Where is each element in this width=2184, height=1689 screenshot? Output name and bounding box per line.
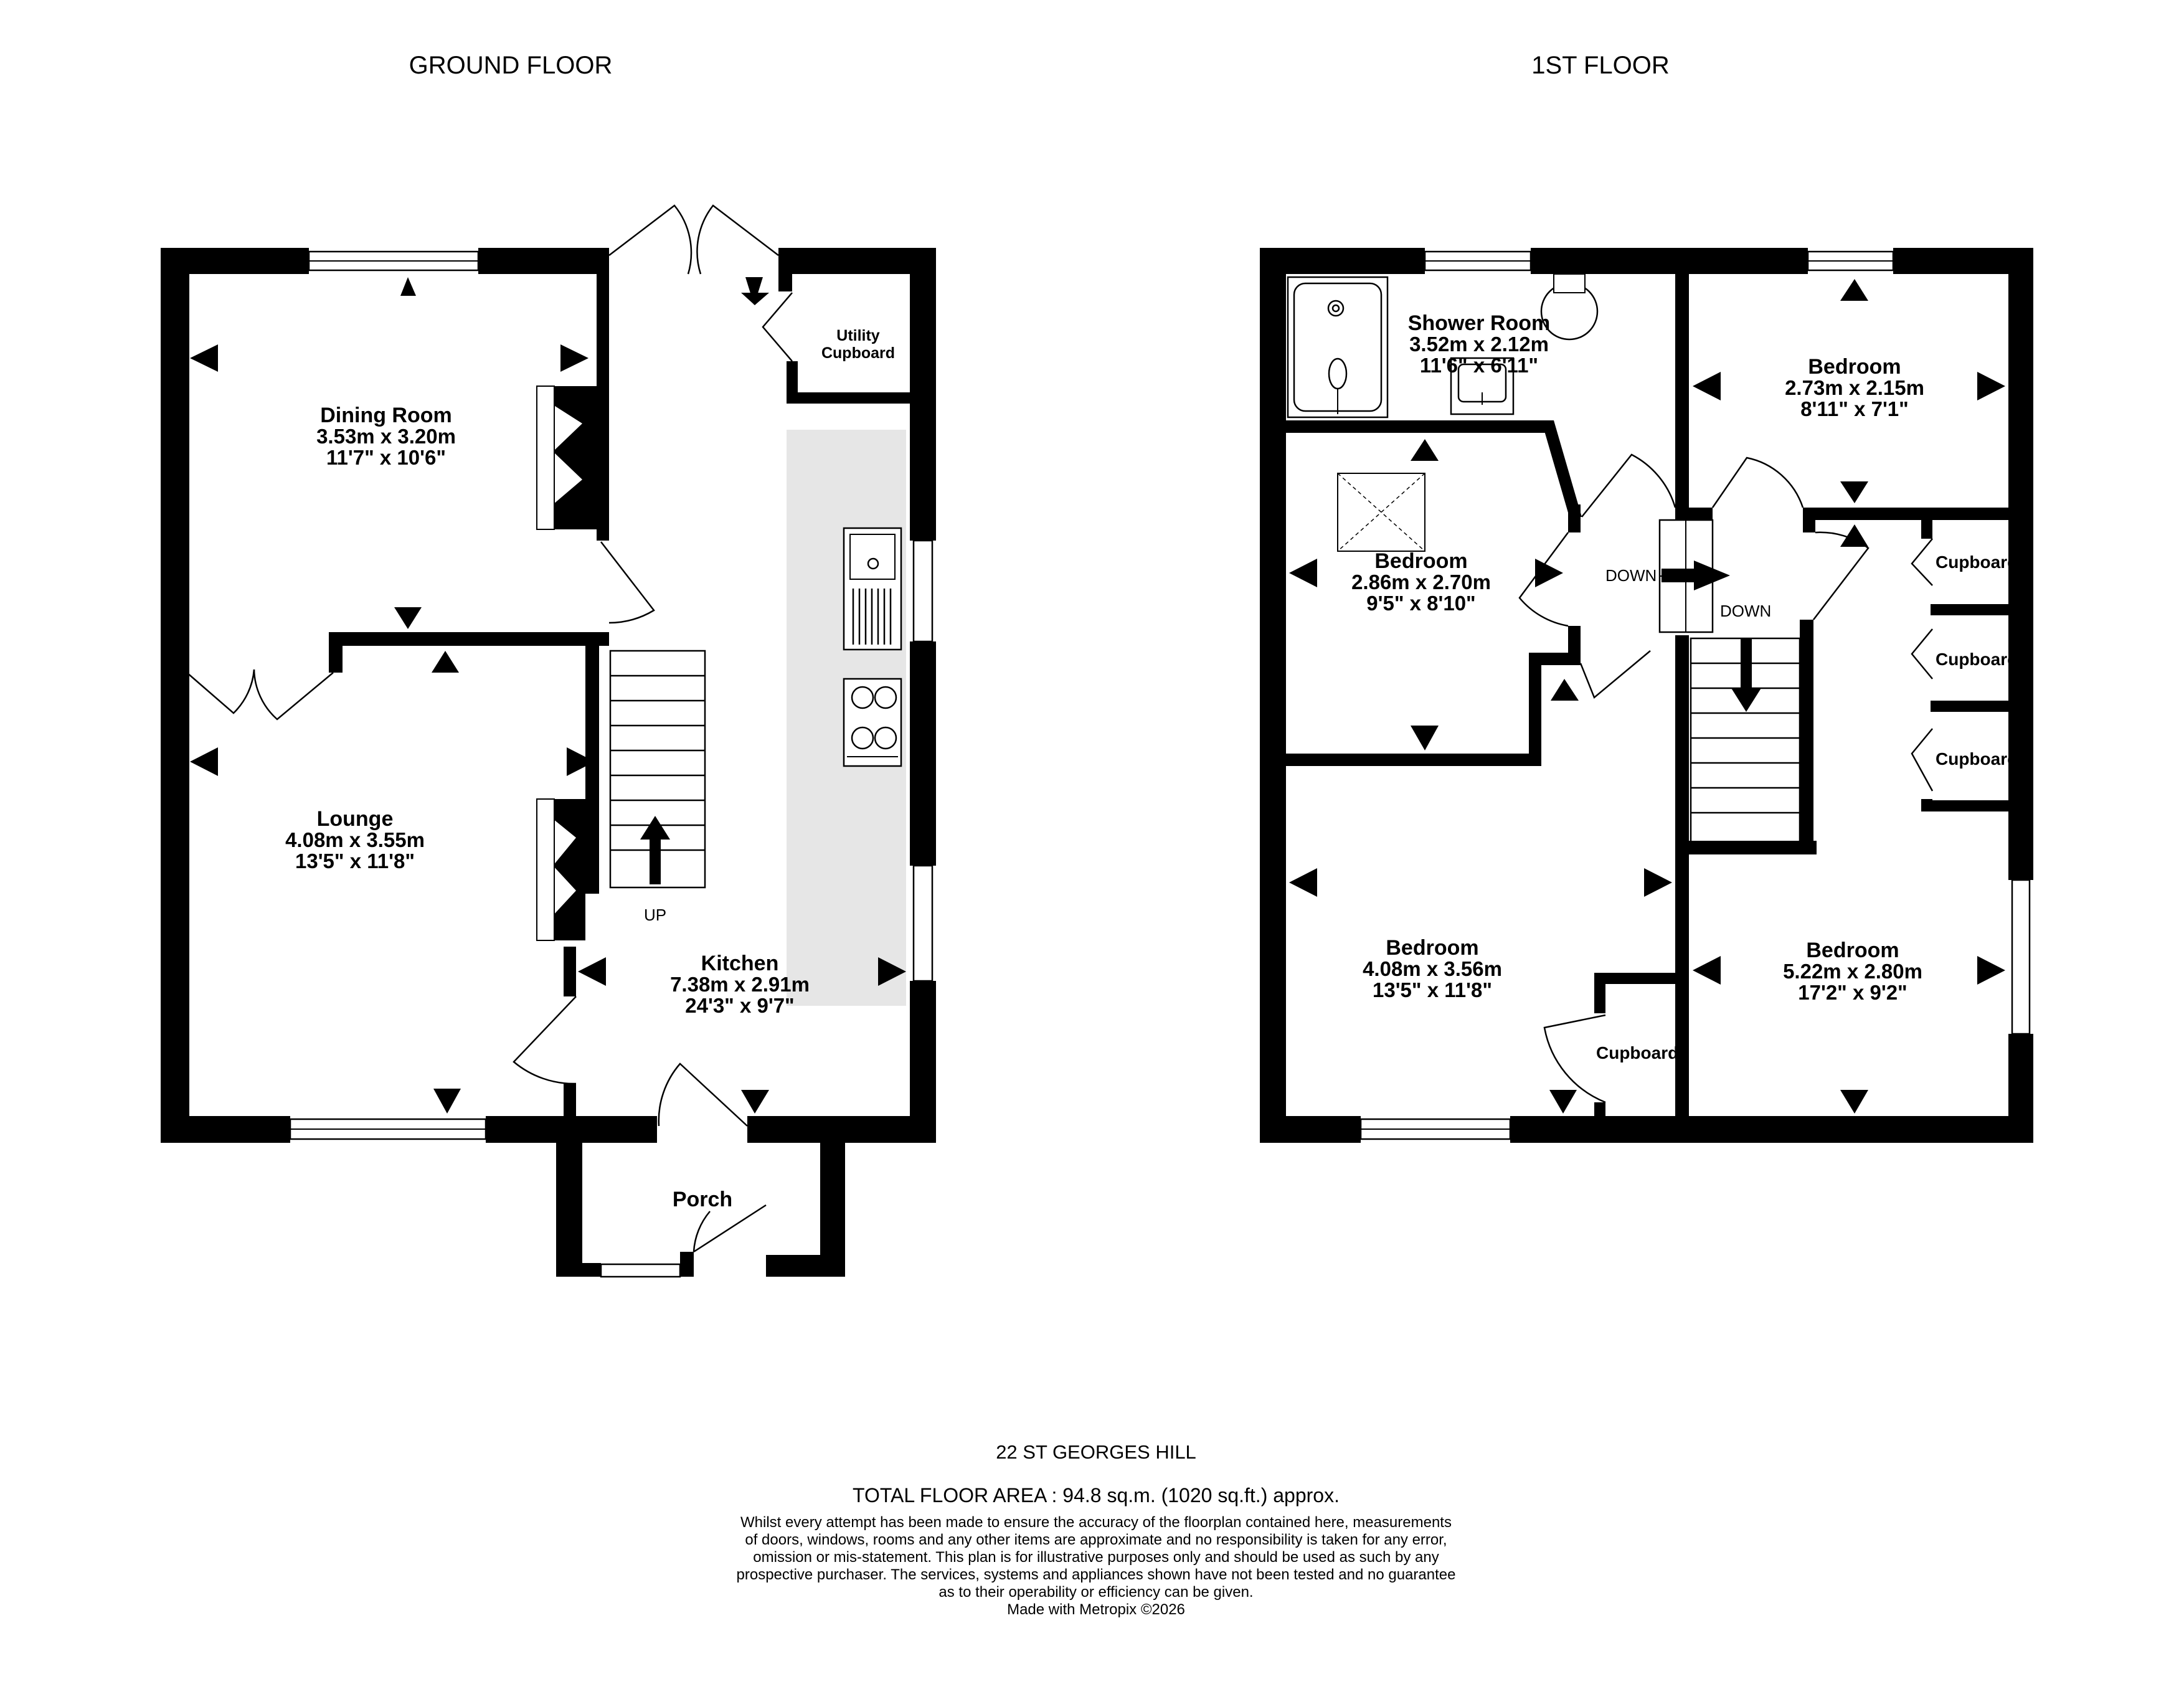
total-floor-area: TOTAL FLOOR AREA : 94.8 sq.m. (1020 sq.f… — [853, 1484, 1340, 1507]
window-kitchen — [912, 864, 934, 982]
footer: 22 ST GEORGES HILL TOTAL FLOOR AREA : 94… — [737, 1441, 1456, 1618]
stairs-down-label-left: DOWN — [1605, 566, 1657, 585]
cupboard-label-4: Cupboard — [1596, 1043, 1678, 1062]
ground-floor-title: GROUND FLOOR — [409, 52, 613, 79]
window-bedroom-side — [2011, 879, 2031, 1035]
disclaimer-line-5: as to their operability or efficiency ca… — [938, 1584, 1253, 1601]
bedroom-middle-name: Bedroom — [1374, 549, 1467, 573]
dining-room-imperial: 11'7" x 10'6" — [326, 446, 446, 469]
bedroom-front-right-metric: 5.22m x 2.80m — [1783, 960, 1922, 983]
credit-line: Made with Metropix ©2026 — [1007, 1601, 1185, 1618]
disclaimer-line-1: Whilst every attempt has been made to en… — [740, 1514, 1452, 1531]
lounge-name: Lounge — [317, 807, 394, 831]
ground-floor-plan: Dining Room 3.53m x 3.20m 11'7" x 10'6" … — [161, 204, 936, 1278]
utility-cupboard-line1: Utility — [836, 327, 880, 344]
bedroom-front-left-imperial: 13'5" x 11'8" — [1373, 978, 1492, 1001]
dining-room-metric: 3.53m x 3.20m — [316, 425, 456, 448]
cupboard-label-1: Cupboard — [1936, 552, 2018, 572]
cupboard-label-3: Cupboard — [1936, 749, 2018, 769]
staircase-ground — [609, 650, 706, 889]
bedroom-front-right-imperial: 17'2" x 9'2" — [1798, 981, 1907, 1004]
property-address: 22 ST GEORGES HILL — [996, 1441, 1196, 1463]
kitchen-metric: 7.38m x 2.91m — [670, 973, 810, 996]
window-kitchen-sink — [912, 539, 934, 643]
disclaimer-line-3: omission or mis-statement. This plan is … — [753, 1549, 1439, 1566]
stairs-up-label: UP — [644, 906, 666, 924]
shower-room-imperial: 11'6" x 6'11" — [1420, 354, 1538, 377]
shower-room-metric: 3.52m x 2.12m — [1409, 333, 1549, 356]
bedroom-front-left-metric: 4.08m x 3.56m — [1363, 957, 1502, 980]
window-porch — [600, 1263, 681, 1278]
lounge-metric: 4.08m x 3.55m — [285, 828, 425, 851]
stairs-down-label-right: DOWN — [1720, 602, 1771, 620]
bedroom-front-left-name: Bedroom — [1386, 936, 1478, 960]
first-floor-title: 1ST FLOOR — [1531, 52, 1670, 79]
lounge-imperial: 13'5" x 11'8" — [295, 849, 415, 873]
disclaimer-line-4: prospective purchaser. The services, sys… — [737, 1566, 1456, 1583]
disclaimer-line-2: of doors, windows, rooms and any other i… — [745, 1531, 1447, 1548]
first-floor-plan: Shower Room 3.52m x 2.12m 11'6" x 6'11" … — [1260, 248, 2033, 1143]
bedroom-middle-metric: 2.86m x 2.70m — [1351, 570, 1491, 594]
kitchen-name: Kitchen — [701, 952, 779, 975]
bedroom-rear-metric: 2.73m x 2.15m — [1785, 376, 1924, 399]
dining-room-name: Dining Room — [320, 404, 452, 427]
bedroom-rear-name: Bedroom — [1808, 355, 1901, 379]
utility-cupboard-line2: Cupboard — [821, 344, 895, 362]
bedroom-middle-imperial: 9'5" x 8'10" — [1366, 592, 1475, 615]
bedroom-front-right-name: Bedroom — [1806, 939, 1899, 962]
kitchen-imperial: 24'3" x 9'7" — [685, 994, 794, 1017]
kitchen-hob — [843, 678, 902, 767]
staircase-first — [1676, 620, 1817, 854]
bedroom-rear-imperial: 8'11" x 7'1" — [1800, 397, 1909, 420]
cupboard-label-2: Cupboard — [1936, 650, 2018, 669]
shower-room-name: Shower Room — [1408, 311, 1551, 335]
porch-name: Porch — [673, 1188, 732, 1211]
